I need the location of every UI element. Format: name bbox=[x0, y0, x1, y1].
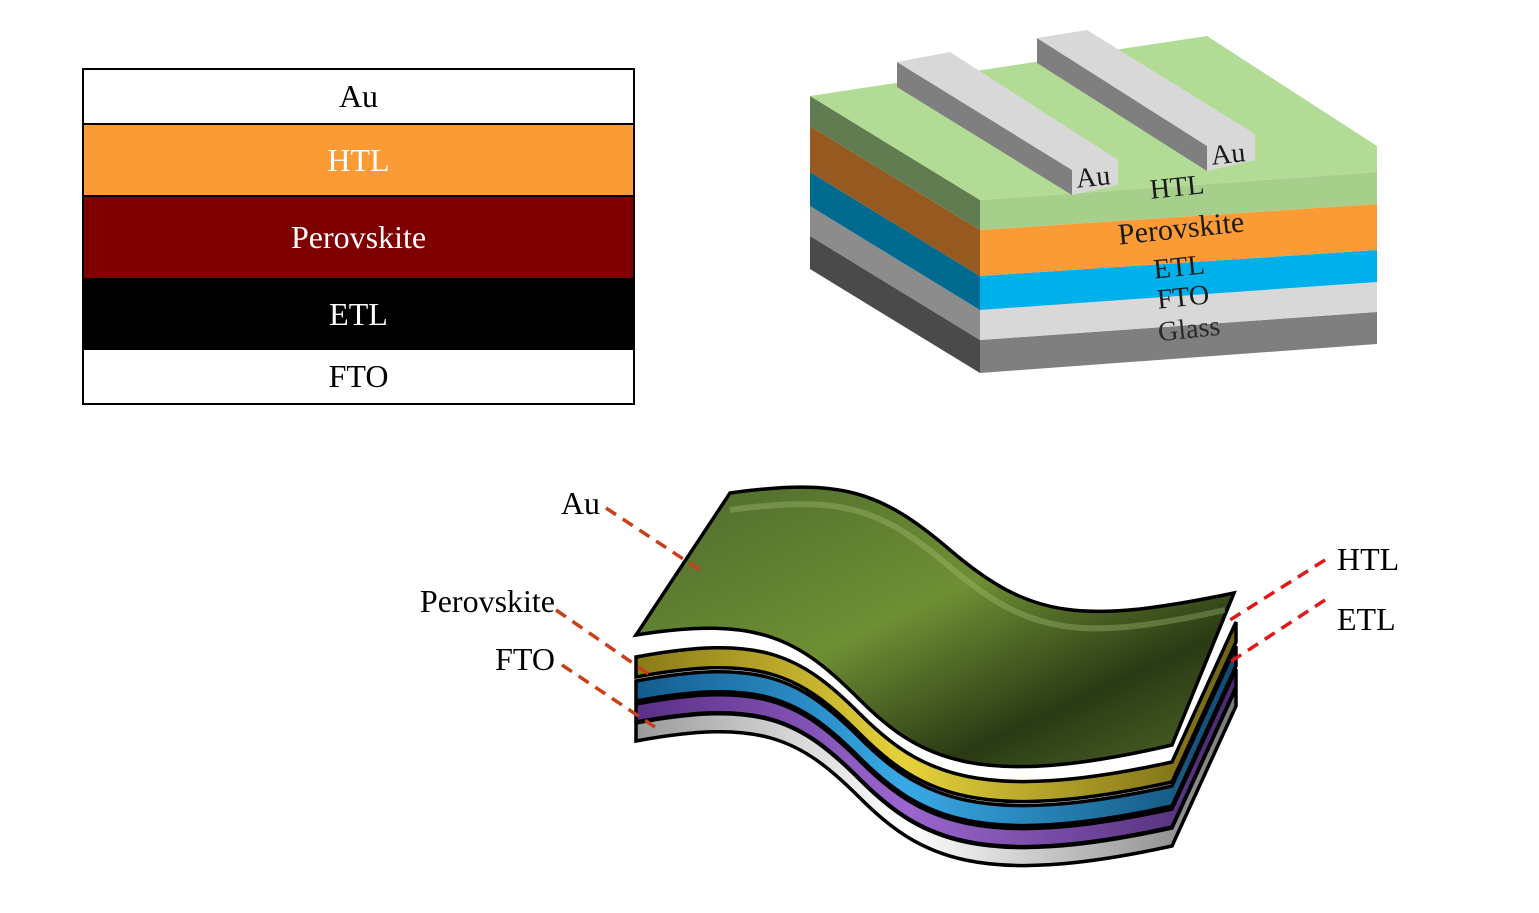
au-electrode-left-top bbox=[897, 52, 1118, 170]
block-front-fto bbox=[980, 282, 1377, 340]
flex-label-htl: HTL bbox=[1337, 541, 1399, 577]
au-electrode-right-front bbox=[1207, 134, 1255, 171]
planar-layer-stack: Au HTL Perovskite ETL FTO bbox=[82, 68, 635, 405]
flex-label-perovskite: Perovskite bbox=[420, 583, 555, 619]
leader-line-etl bbox=[1229, 598, 1326, 664]
block-label-glass: Glass bbox=[1157, 311, 1222, 348]
flex-label-au: Au bbox=[561, 485, 600, 521]
block-label-htl: HTL bbox=[1148, 169, 1205, 206]
block-side-glass bbox=[810, 236, 980, 373]
flex-layer-au-highlight bbox=[729, 501, 1226, 632]
flex-layer-au bbox=[632, 485, 1237, 769]
block-side-htl bbox=[810, 96, 980, 230]
planar-layer-etl: ETL bbox=[84, 278, 633, 350]
flex-layer-etl bbox=[634, 668, 1238, 849]
block-side-perovskite bbox=[810, 126, 980, 276]
au-electrode-right-top bbox=[1037, 30, 1255, 146]
block-side-fto bbox=[810, 206, 980, 340]
flex-label-etl: ETL bbox=[1337, 601, 1396, 637]
block-label-au-right: Au bbox=[1209, 137, 1246, 171]
au-electrode-right-side bbox=[1037, 38, 1207, 171]
block-side-etl bbox=[810, 172, 980, 310]
au-electrode-left-side bbox=[897, 62, 1072, 195]
block-label-au-left: Au bbox=[1074, 160, 1111, 194]
leader-line-htl bbox=[1229, 558, 1326, 622]
planar-layer-perovskite: Perovskite bbox=[84, 197, 633, 278]
block-front-etl bbox=[980, 250, 1377, 310]
block-front-perovskite bbox=[980, 204, 1377, 276]
flex-layer-perovskite bbox=[634, 645, 1238, 828]
planar-layer-htl: HTL bbox=[84, 125, 633, 197]
flex-layer-htl bbox=[634, 621, 1238, 804]
block-label-etl: ETL bbox=[1152, 249, 1206, 285]
block-front-glass bbox=[980, 312, 1377, 373]
flex-label-fto: FTO bbox=[495, 641, 555, 677]
block-label-fto: FTO bbox=[1155, 279, 1210, 315]
au-electrode-left-front bbox=[1072, 160, 1118, 195]
planar-layer-fto: FTO bbox=[84, 350, 633, 403]
block-front-htl bbox=[980, 172, 1377, 230]
planar-layer-au: Au bbox=[84, 70, 633, 125]
